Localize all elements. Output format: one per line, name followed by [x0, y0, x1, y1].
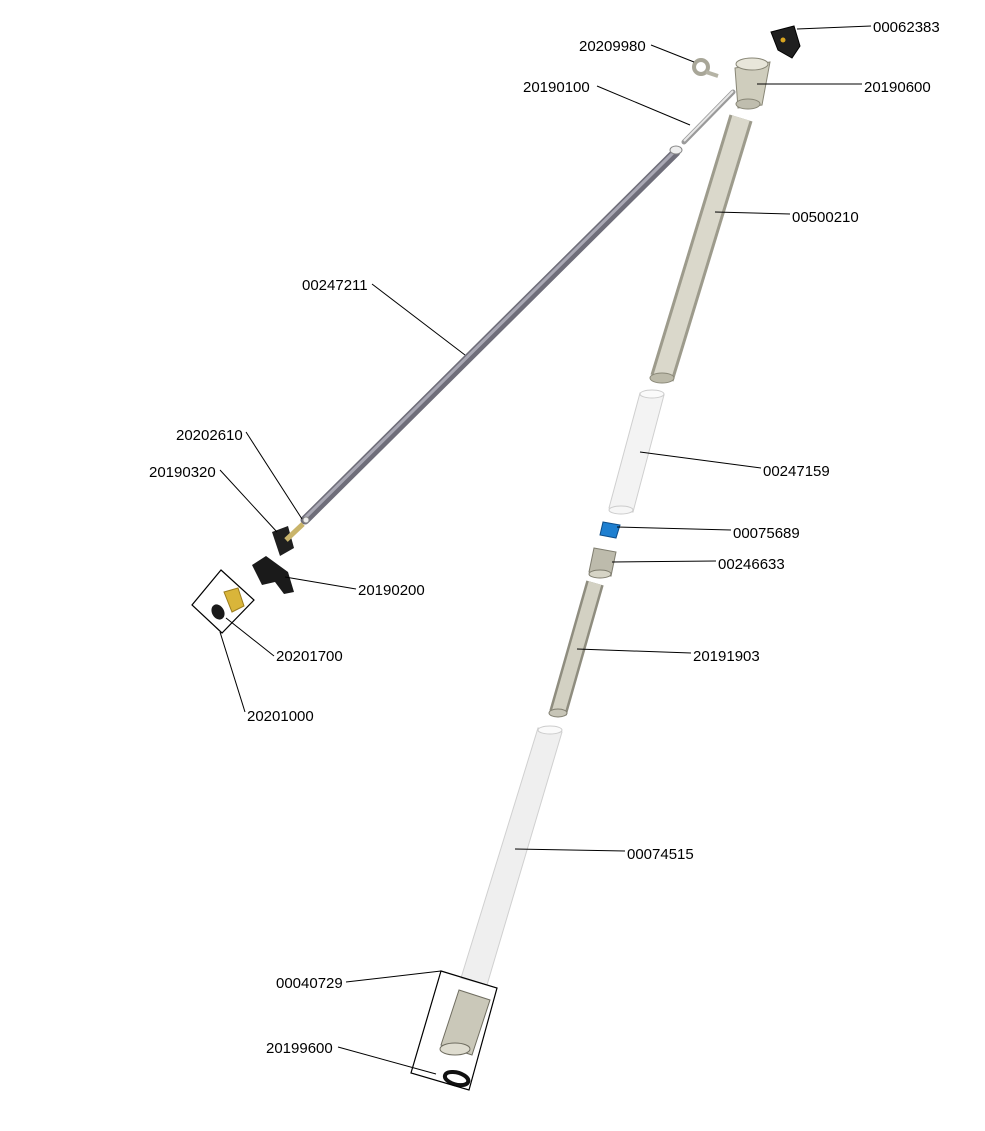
label-20190100: 20190100 — [523, 79, 590, 96]
label-20209980: 20209980 — [579, 38, 646, 55]
short-rod-20190100 — [681, 89, 736, 145]
clamp-20190200 — [252, 556, 294, 594]
brass-kit-20201000 — [211, 587, 245, 620]
label-20191903: 20191903 — [693, 648, 760, 665]
ring-20201700 — [211, 604, 225, 620]
label-20199600: 20199600 — [266, 1040, 333, 1057]
lower-tube-20191903 — [548, 580, 604, 718]
clear-sleeve-00247159 — [608, 389, 665, 515]
long-rod-00247211 — [300, 145, 683, 525]
label-20201700: 20201700 — [276, 648, 343, 665]
label-00040729: 00040729 — [276, 975, 343, 992]
label-00075689: 00075689 — [733, 525, 800, 542]
label-00246633: 00246633 — [718, 556, 785, 573]
o-ring-20199600 — [442, 1070, 471, 1088]
kit-frame-box — [191, 569, 255, 634]
head-fitting-20190600 — [734, 57, 771, 110]
label-00247211: 00247211 — [302, 277, 368, 294]
blue-clip-00075689 — [599, 521, 621, 539]
eye-bolt-20209980 — [692, 58, 719, 78]
label-20202610: 20202610 — [176, 427, 243, 444]
clear-sleeve-00074515 — [460, 725, 563, 986]
label-20190600: 20190600 — [864, 79, 931, 96]
label-20190200: 20190200 — [358, 582, 425, 599]
label-20201000: 20201000 — [247, 708, 314, 725]
cap-00062383 — [770, 25, 801, 59]
coupling-00246633 — [588, 547, 617, 579]
label-00062383: 00062383 — [873, 19, 940, 36]
end-fitting-frame-box — [410, 970, 498, 1091]
label-00074515: 00074515 — [627, 846, 694, 863]
label-00500210: 00500210 — [792, 209, 859, 226]
label-20190320: 20190320 — [149, 464, 216, 481]
leader-lines — [219, 25, 872, 1075]
lever-block-20190320 — [272, 516, 310, 556]
upper-tube-00500210 — [649, 114, 753, 384]
label-00247159: 00247159 — [763, 463, 830, 480]
end-fitting-00040729 — [439, 989, 491, 1088]
